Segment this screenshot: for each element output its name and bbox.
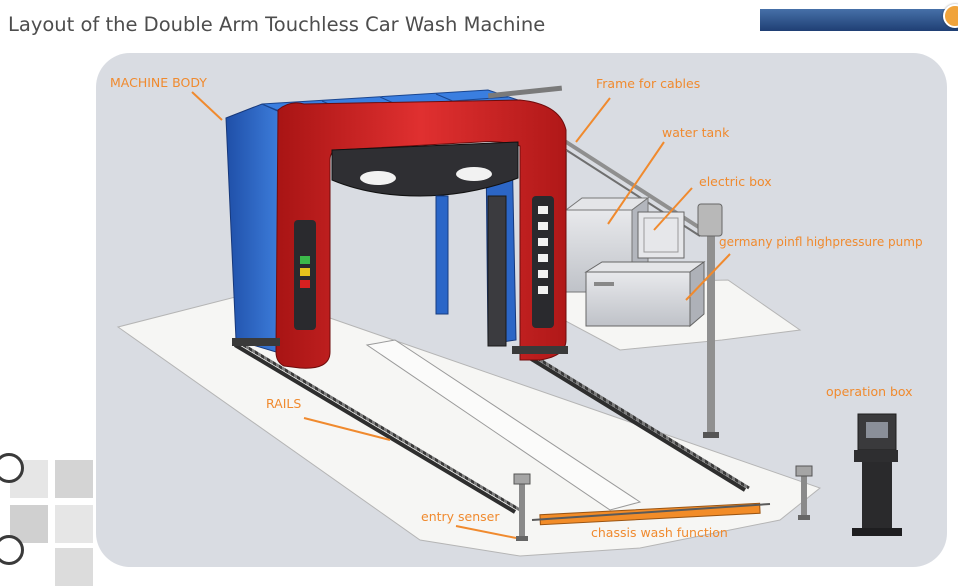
light-pole bbox=[697, 203, 723, 438]
leader-machine-body bbox=[191, 91, 223, 121]
entry-sensor-left bbox=[513, 473, 531, 541]
accent-bar bbox=[760, 9, 958, 31]
label-chassis-wash: chassis wash function bbox=[591, 525, 728, 540]
leader-water-tank bbox=[607, 141, 665, 225]
label-water-tank: water tank bbox=[662, 125, 730, 140]
electric-box bbox=[637, 211, 685, 259]
ring-icon bbox=[0, 535, 24, 565]
label-frame-for-cables: Frame for cables bbox=[596, 76, 701, 91]
leader-electric-box bbox=[653, 187, 693, 231]
label-pump: germany pinfl highpressure pump bbox=[719, 235, 923, 249]
label-operation-box: operation box bbox=[826, 384, 913, 399]
leader-lines bbox=[191, 91, 731, 539]
label-entry-sensor: entry senser bbox=[421, 509, 500, 524]
ring-icon bbox=[0, 453, 24, 483]
right-rail bbox=[518, 348, 750, 492]
entry-sensor-right bbox=[795, 465, 813, 520]
high-pressure-pump bbox=[584, 261, 706, 328]
operation-box bbox=[852, 413, 902, 536]
leader-rails bbox=[303, 417, 391, 441]
label-rails: RAILS bbox=[266, 396, 302, 411]
car-wash-layout-diagram bbox=[116, 85, 902, 557]
leader-frame-for-cables bbox=[575, 97, 611, 143]
center-guide-strip bbox=[365, 339, 642, 511]
label-electric-box: electric box bbox=[699, 174, 772, 189]
leader-entry-sensor bbox=[455, 525, 517, 539]
leader-pump bbox=[685, 253, 731, 301]
accent-dot bbox=[943, 4, 958, 28]
machine-body bbox=[225, 85, 568, 369]
label-machine-body: MACHINE BODY bbox=[110, 75, 207, 90]
left-rail bbox=[233, 341, 521, 514]
slide-title: Layout of the Double Arm Touchless Car W… bbox=[8, 13, 546, 36]
